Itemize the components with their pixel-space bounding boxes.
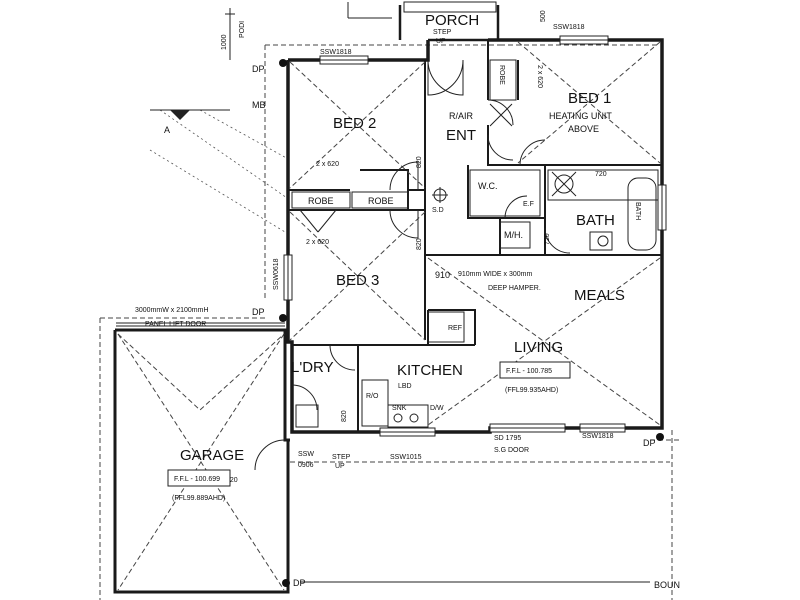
room-laundry: L'DRY: [291, 359, 334, 376]
hamper-dim: 910: [435, 270, 450, 280]
door-size: 820: [416, 238, 423, 250]
smoke-detector: S.D: [432, 207, 444, 214]
heating-note: ABOVE: [568, 124, 599, 134]
doors: [254, 59, 571, 471]
dim-1000: 1000: [221, 34, 228, 50]
robe-bed2: ROBE: [308, 196, 334, 206]
room-wc: W.C.: [478, 181, 498, 191]
floor-levels: F.F.L - 100.699 (FFL99.889AHD) F.F.L - 1…: [167, 361, 571, 502]
window-code: SSW1818: [582, 433, 614, 440]
step-up-note: STEP: [433, 29, 452, 36]
door-size: 820: [341, 410, 348, 422]
room-porch: PORCH: [425, 12, 479, 29]
fixtures: [291, 59, 659, 428]
garage-door-note: 3000mmW x 2100mmH: [135, 307, 209, 314]
return-air-note: R/AIR: [449, 111, 474, 121]
dim-500: 500: [540, 10, 547, 22]
downpipe-label: DP: [643, 438, 656, 448]
section-marker: A: [150, 109, 230, 135]
room-bed1: BED 1: [568, 90, 611, 107]
dishwasher-label: D/W: [430, 405, 444, 412]
bath-tub-label: BATH: [634, 202, 641, 220]
room-bed2: BED 2: [333, 115, 376, 132]
robe-dim: 2 x 620: [316, 161, 339, 168]
window-code: SSW: [298, 451, 314, 458]
sliding-door-note: SD 1795: [494, 435, 521, 442]
door-size: 720: [595, 171, 607, 178]
exhaust-fan: E.F: [523, 201, 534, 208]
downpipe-label: DP: [293, 578, 306, 588]
window-code: SSW0618: [273, 258, 280, 290]
boundary-lines: [99, 44, 680, 600]
door-size: 720: [544, 233, 551, 245]
room-bed3: BED 3: [336, 272, 379, 289]
downpipe-label: DP: [252, 64, 265, 74]
room-labels: BED 2 BED 1 BED 3 ENT PORCH W.C. BATH BA…: [180, 12, 641, 464]
room-bath: BATH: [576, 212, 615, 229]
step-up-note: UP: [335, 463, 345, 470]
hamper-note: DEEP HAMPER.: [488, 285, 541, 292]
sink-label: SNK: [392, 405, 407, 412]
annotations: HEATING UNIT ABOVE R/AIR STEP UP STEP UP…: [135, 24, 680, 590]
step-up-note: UP: [436, 38, 446, 45]
sliding-door-note: S.G DOOR: [494, 447, 529, 454]
robe-dim: 2 x 620: [306, 239, 329, 246]
window-code: SSW1818: [553, 24, 585, 31]
window-code: 0906: [298, 462, 314, 469]
door-size: 820: [226, 477, 238, 484]
dim-podi: PODI: [239, 21, 246, 38]
hamper-note: 910mm WIDE x 300mm: [458, 271, 532, 278]
step-up-note: STEP: [332, 454, 351, 461]
downpipe-label: DP: [252, 307, 265, 317]
room-meals: MEALS: [574, 287, 625, 304]
room-entry: ENT: [446, 127, 476, 144]
fridge-label: REF: [448, 325, 462, 332]
garage-ahd: (FFL99.889AHD): [172, 495, 225, 502]
robe-center: ROBE: [368, 196, 394, 206]
garage-ffl: F.F.L - 100.699: [174, 476, 220, 483]
section-label: A: [164, 125, 170, 135]
living-ffl: F.F.L - 100.785: [506, 368, 552, 375]
windows: [283, 35, 667, 437]
room-kitchen: KITCHEN: [397, 362, 463, 379]
heating-note: HEATING UNIT: [549, 111, 612, 121]
downpipes: DP DP DP DP MB: [252, 59, 664, 588]
window-code: SSW1015: [390, 454, 422, 461]
manhole-label: M/H.: [504, 230, 523, 240]
window-code: SSW1818: [320, 49, 352, 56]
door-size: 820: [416, 156, 423, 168]
robe-bed1: ROBE: [498, 65, 505, 85]
garage-door-note: PANEL LIFT DOOR: [145, 321, 206, 328]
living-ahd: (FFL99.935AHD): [505, 387, 558, 394]
room-garage: GARAGE: [180, 447, 244, 464]
kitchen-fixture: LBD: [398, 383, 412, 390]
robe-dim: 2 x 620: [536, 65, 543, 88]
room-living: LIVING: [514, 339, 563, 356]
kitchen-fixture: R/O: [366, 393, 379, 400]
dimension-marks: 1000 PODI 500: [221, 2, 547, 60]
boundary-label: BOUN: [654, 580, 680, 590]
meter-box-label: MB: [252, 100, 266, 110]
